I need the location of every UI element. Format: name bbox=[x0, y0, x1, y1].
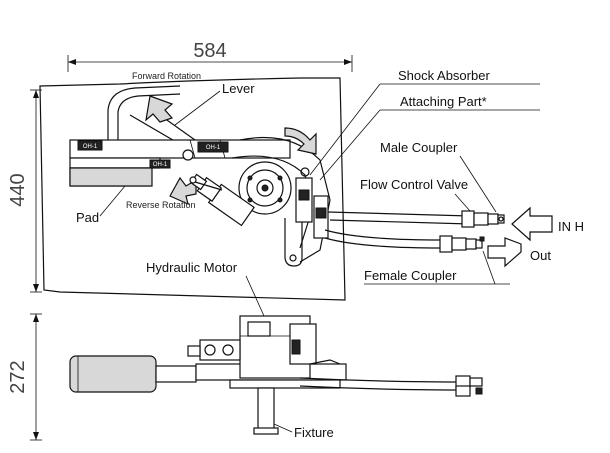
plate-tag-text: OH-1 bbox=[83, 144, 98, 150]
pad bbox=[69, 167, 153, 187]
side-fixture bbox=[257, 387, 275, 433]
fixture-label: Fixture bbox=[294, 425, 334, 440]
plate-tag-text: OH-1 bbox=[153, 162, 168, 168]
plate-tag-text: OH-1 bbox=[206, 145, 221, 151]
hydraulic-motor-label: Hydraulic Motor bbox=[146, 260, 238, 275]
lever-label: Lever bbox=[222, 81, 255, 96]
male-coupler-label: Male Coupler bbox=[380, 140, 458, 155]
width-value: 584 bbox=[193, 40, 226, 62]
forward-rotation-arrow bbox=[145, 95, 174, 123]
out-label: Out bbox=[530, 248, 551, 263]
plate-tag bbox=[197, 141, 229, 153]
attaching-part-label: Attaching Part* bbox=[400, 94, 487, 109]
in-arrow bbox=[511, 206, 553, 242]
reverse-rotation-label: Reverse Rotation bbox=[126, 200, 196, 210]
forward-rotation-label: Forward Rotation bbox=[132, 71, 201, 81]
flow-control-valve-label: Flow Control Valve bbox=[360, 177, 468, 192]
in-label: IN H bbox=[558, 219, 584, 234]
width-dimension: 584 bbox=[67, 40, 353, 72]
top-height-dimension: 440 bbox=[7, 89, 42, 293]
bottom-height-value: 272 bbox=[7, 360, 29, 393]
top-view: OH-1 OH-1 OH-1 bbox=[39, 77, 553, 301]
female-coupler bbox=[439, 235, 485, 253]
bottom-height-dimension: 272 bbox=[7, 313, 42, 441]
rotation-arrow bbox=[284, 127, 317, 155]
out-arrow bbox=[487, 237, 522, 268]
top-height-value: 440 bbox=[7, 173, 29, 206]
reverse-rotation-arrow bbox=[169, 176, 197, 206]
side-pad bbox=[69, 355, 157, 393]
shock-absorber-label: Shock Absorber bbox=[398, 68, 490, 83]
female-coupler-label: Female Coupler bbox=[364, 268, 457, 283]
male-coupler bbox=[461, 210, 505, 228]
pad-label: Pad bbox=[76, 210, 99, 225]
plate-tag bbox=[77, 140, 103, 151]
plate-tag bbox=[149, 159, 171, 169]
side-view bbox=[69, 315, 483, 435]
